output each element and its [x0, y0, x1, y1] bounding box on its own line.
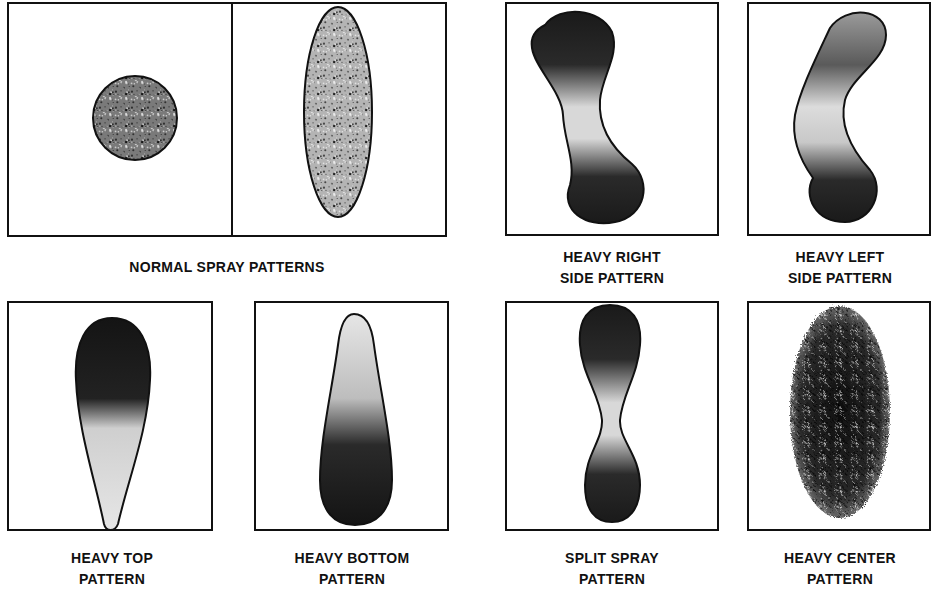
pattern-label: HEAVY BOTTOM PATTERN	[290, 548, 415, 590]
heavy-center-pattern	[790, 306, 890, 518]
heavy-left-pattern	[794, 13, 886, 222]
pattern-label: HEAVY CENTER PATTERN	[778, 548, 903, 590]
split-spray-pattern	[580, 305, 641, 522]
pattern-label: NORMAL SPRAY PATTERNS	[67, 257, 387, 278]
pattern-label: HEAVY RIGHT SIDE PATTERN	[550, 247, 675, 289]
round-spray-pattern	[93, 76, 177, 160]
pattern-label: SPLIT SPRAY PATTERN	[550, 548, 675, 590]
heavy-bottom-pattern	[320, 314, 392, 525]
frame	[8, 3, 930, 530]
heavy-top-pattern	[76, 318, 150, 530]
pattern-label: HEAVY TOP PATTERN	[50, 548, 175, 590]
heavy-right-pattern	[532, 12, 644, 223]
fan-spray-pattern	[304, 7, 372, 217]
pattern-label: HEAVY LEFT SIDE PATTERN	[778, 247, 903, 289]
